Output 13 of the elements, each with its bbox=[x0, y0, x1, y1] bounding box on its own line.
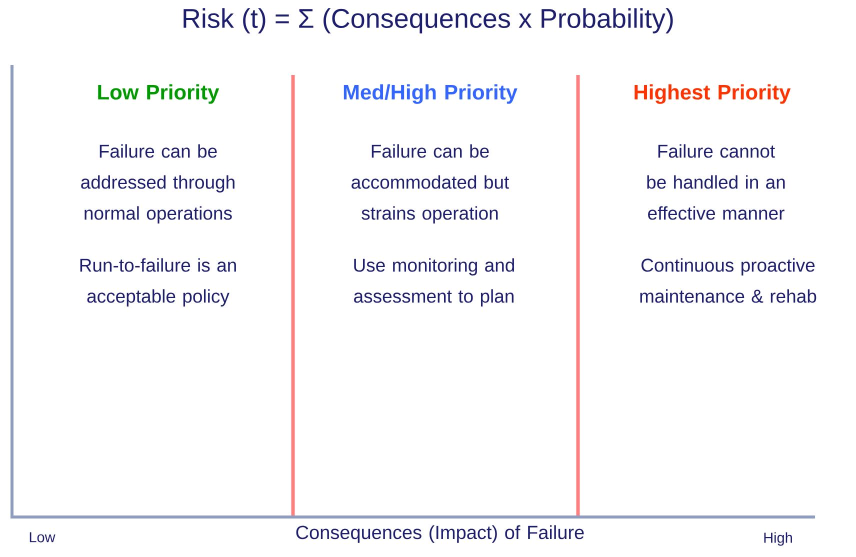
column-text: Continuous proactive maintenance & rehab bbox=[640, 258, 816, 303]
column-text: Use monitoring and assessment to plan bbox=[354, 258, 514, 306]
title: Risk (t) = Σ (Consequences x Probability) bbox=[184, 8, 673, 34]
axis-title: Consequences (Impact) of Failure bbox=[296, 525, 584, 543]
axis-end-label: High bbox=[764, 532, 792, 546]
column-text: Run-to-failure is an acceptable policy bbox=[80, 258, 236, 306]
axis-end-label: Low bbox=[30, 532, 56, 542]
column-heading: Low Priority bbox=[98, 84, 220, 104]
column-text: Failure can be addressed through normal operations bbox=[81, 144, 234, 224]
column-heading: Highest Priority bbox=[634, 84, 791, 104]
column-text: Failure can be accommodated but strains operation bbox=[352, 144, 510, 224]
column-text: Failure cannot be handled in an effective manner bbox=[647, 144, 785, 220]
column-heading: Med/High Priority bbox=[344, 84, 518, 104]
